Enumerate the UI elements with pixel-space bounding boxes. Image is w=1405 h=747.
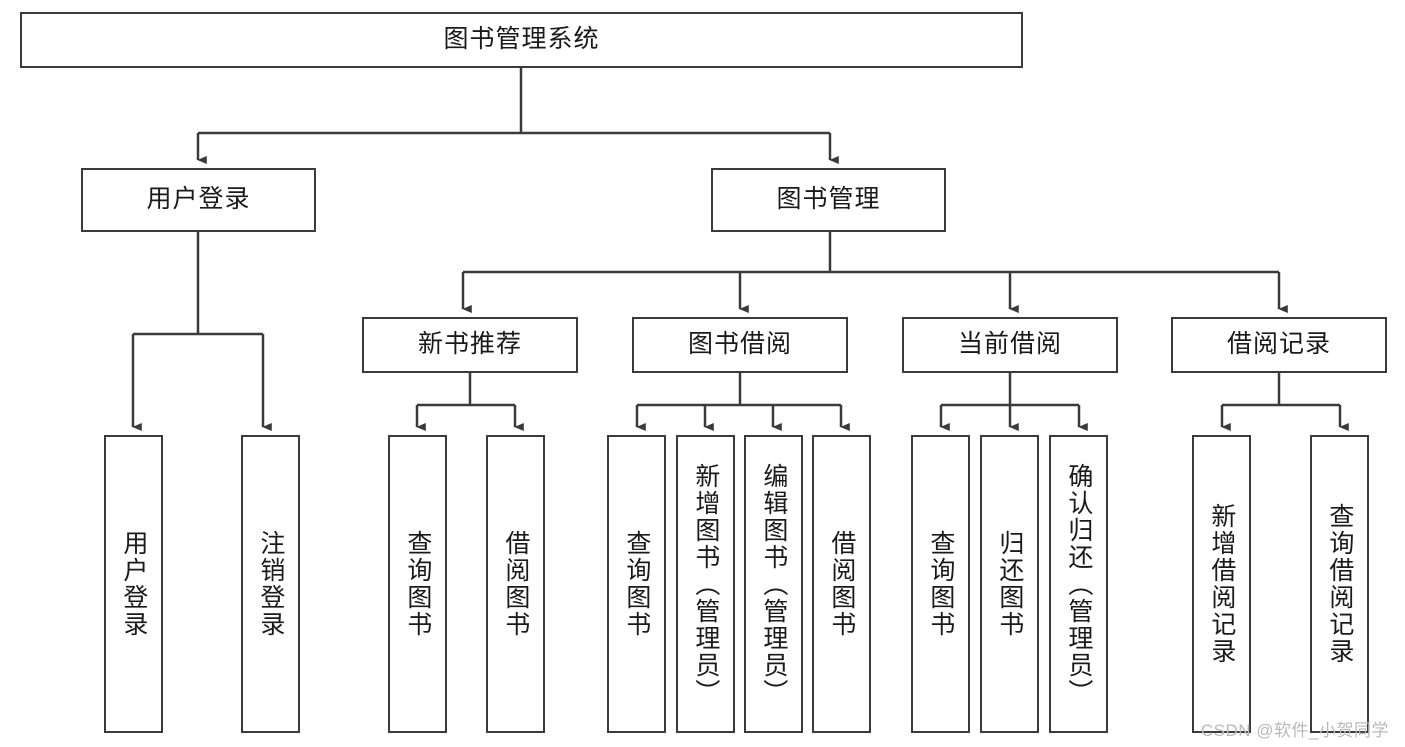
- node-leaf-borrow-book-rec[interactable]: 借阅图书: [486, 435, 545, 733]
- node-leaf-query-record-label: 查询借阅记录: [1325, 503, 1354, 665]
- node-leaf-borrow-book-rec-label: 借阅图书: [501, 530, 530, 638]
- node-leaf-add-record[interactable]: 新增借阅记录: [1192, 435, 1251, 733]
- node-leaf-edit-book[interactable]: 编辑图书（管理员）: [744, 435, 803, 733]
- node-root-label: 图书管理系统: [443, 25, 600, 54]
- node-leaf-user-logout-label: 注销登录: [256, 530, 285, 638]
- node-new-book-rec[interactable]: 新书推荐: [362, 317, 578, 373]
- node-book-borrow[interactable]: 图书借阅: [632, 317, 848, 373]
- node-user-login-label: 用户登录: [146, 185, 251, 214]
- node-root[interactable]: 图书管理系统: [20, 12, 1023, 68]
- node-leaf-user-logout[interactable]: 注销登录: [241, 435, 300, 733]
- node-borrow-record[interactable]: 借阅记录: [1171, 317, 1387, 373]
- node-leaf-confirm-return-label: 确认归还（管理员）: [1064, 462, 1093, 706]
- node-leaf-query-record[interactable]: 查询借阅记录: [1310, 435, 1369, 733]
- node-current-borrow[interactable]: 当前借阅: [902, 317, 1118, 373]
- node-leaf-user-login[interactable]: 用户登录: [104, 435, 163, 733]
- node-book-manage[interactable]: 图书管理: [711, 168, 946, 232]
- node-user-login[interactable]: 用户登录: [81, 168, 316, 232]
- node-leaf-add-book[interactable]: 新增图书（管理员）: [676, 435, 735, 733]
- node-leaf-query-book-borrow-label: 查询图书: [622, 530, 651, 638]
- node-book-manage-label: 图书管理: [776, 185, 881, 214]
- node-borrow-record-label: 借阅记录: [1226, 330, 1331, 359]
- node-leaf-add-book-label: 新增图书（管理员）: [691, 462, 720, 706]
- watermark: CSDN @软件_小贺同学: [1200, 721, 1389, 740]
- node-leaf-query-book-rec[interactable]: 查询图书: [388, 435, 447, 733]
- node-leaf-query-book-cur-label: 查询图书: [926, 530, 955, 638]
- node-leaf-borrow-book-label: 借阅图书: [827, 530, 856, 638]
- node-leaf-query-book-borrow[interactable]: 查询图书: [607, 435, 666, 733]
- node-leaf-return-book[interactable]: 归还图书: [980, 435, 1039, 733]
- node-leaf-query-book-rec-label: 查询图书: [403, 530, 432, 638]
- node-leaf-return-book-label: 归还图书: [995, 530, 1024, 638]
- node-leaf-edit-book-label: 编辑图书（管理员）: [759, 462, 788, 706]
- node-book-borrow-label: 图书借阅: [687, 330, 792, 359]
- node-new-book-rec-label: 新书推荐: [417, 330, 522, 359]
- node-leaf-confirm-return[interactable]: 确认归还（管理员）: [1049, 435, 1108, 733]
- node-leaf-add-record-label: 新增借阅记录: [1207, 503, 1236, 665]
- node-current-borrow-label: 当前借阅: [957, 330, 1062, 359]
- node-leaf-query-book-cur[interactable]: 查询图书: [911, 435, 970, 733]
- node-leaf-user-login-label: 用户登录: [119, 530, 148, 638]
- node-leaf-borrow-book[interactable]: 借阅图书: [812, 435, 871, 733]
